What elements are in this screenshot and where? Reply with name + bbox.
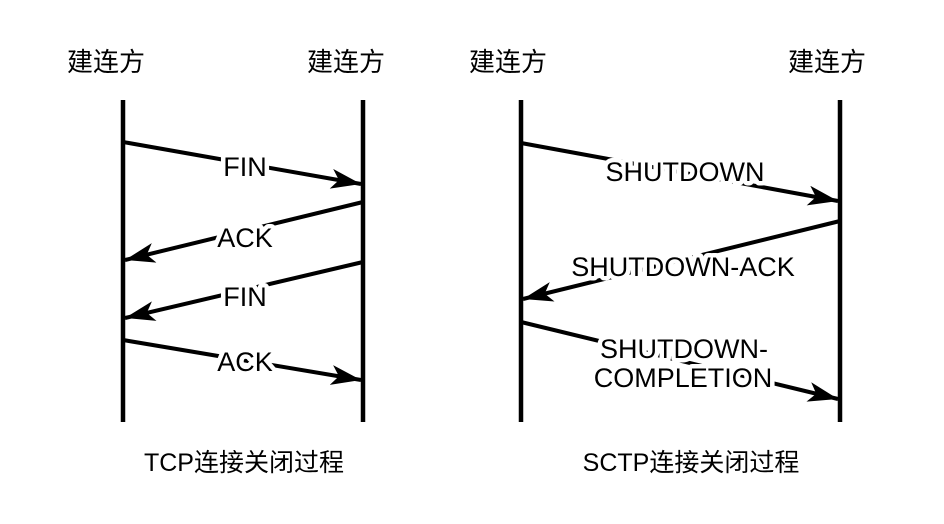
tcp-message-arrow-ack-2	[122, 338, 362, 385]
sctp-message-arrow-shutdown	[520, 141, 839, 206]
sctp-message-label-shutdown-ack: SHUTDOWN-ACK	[571, 252, 795, 282]
tcp-message-arrow-fin-2	[124, 260, 364, 321]
sctp-message-arrow-shutdown-ack	[522, 219, 841, 302]
tcp-left-actor-label: 建连方	[67, 47, 145, 77]
tcp-sequence-diagram: 建连方 建连方 FIN ACK FIN ACK TCP连接关闭过程	[67, 47, 385, 477]
sctp-message-arrow-shutdown-completion	[520, 320, 839, 402]
tcp-message-label-fin-1: FIN	[223, 152, 267, 182]
tcp-message-label-ack-1: ACK	[217, 223, 273, 253]
tcp-message-arrow-fin-1	[122, 140, 362, 189]
tcp-right-actor-label: 建连方	[307, 47, 385, 77]
sctp-diagram-caption: SCTP连接关闭过程	[583, 449, 800, 477]
tcp-message-label-fin-2: FIN	[223, 282, 267, 312]
tcp-message-arrow-ack-1	[124, 200, 364, 263]
sctp-left-actor-label: 建连方	[469, 47, 547, 77]
sctp-right-actor-label: 建连方	[788, 47, 866, 77]
sctp-message-label-shutdown: SHUTDOWN	[606, 157, 765, 187]
tcp-diagram-caption: TCP连接关闭过程	[144, 449, 344, 477]
sctp-message-label-shutdown-completion-line1: SHUTDOWN-	[600, 334, 768, 364]
tcp-message-label-ack-2: ACK	[217, 347, 273, 377]
sctp-sequence-diagram: 建连方 建连方 SHUTDOWN SHUTDOWN-ACK SHUTDOWN- …	[469, 47, 866, 477]
sctp-message-label-shutdown-completion-line2: COMPLETION	[594, 363, 773, 393]
